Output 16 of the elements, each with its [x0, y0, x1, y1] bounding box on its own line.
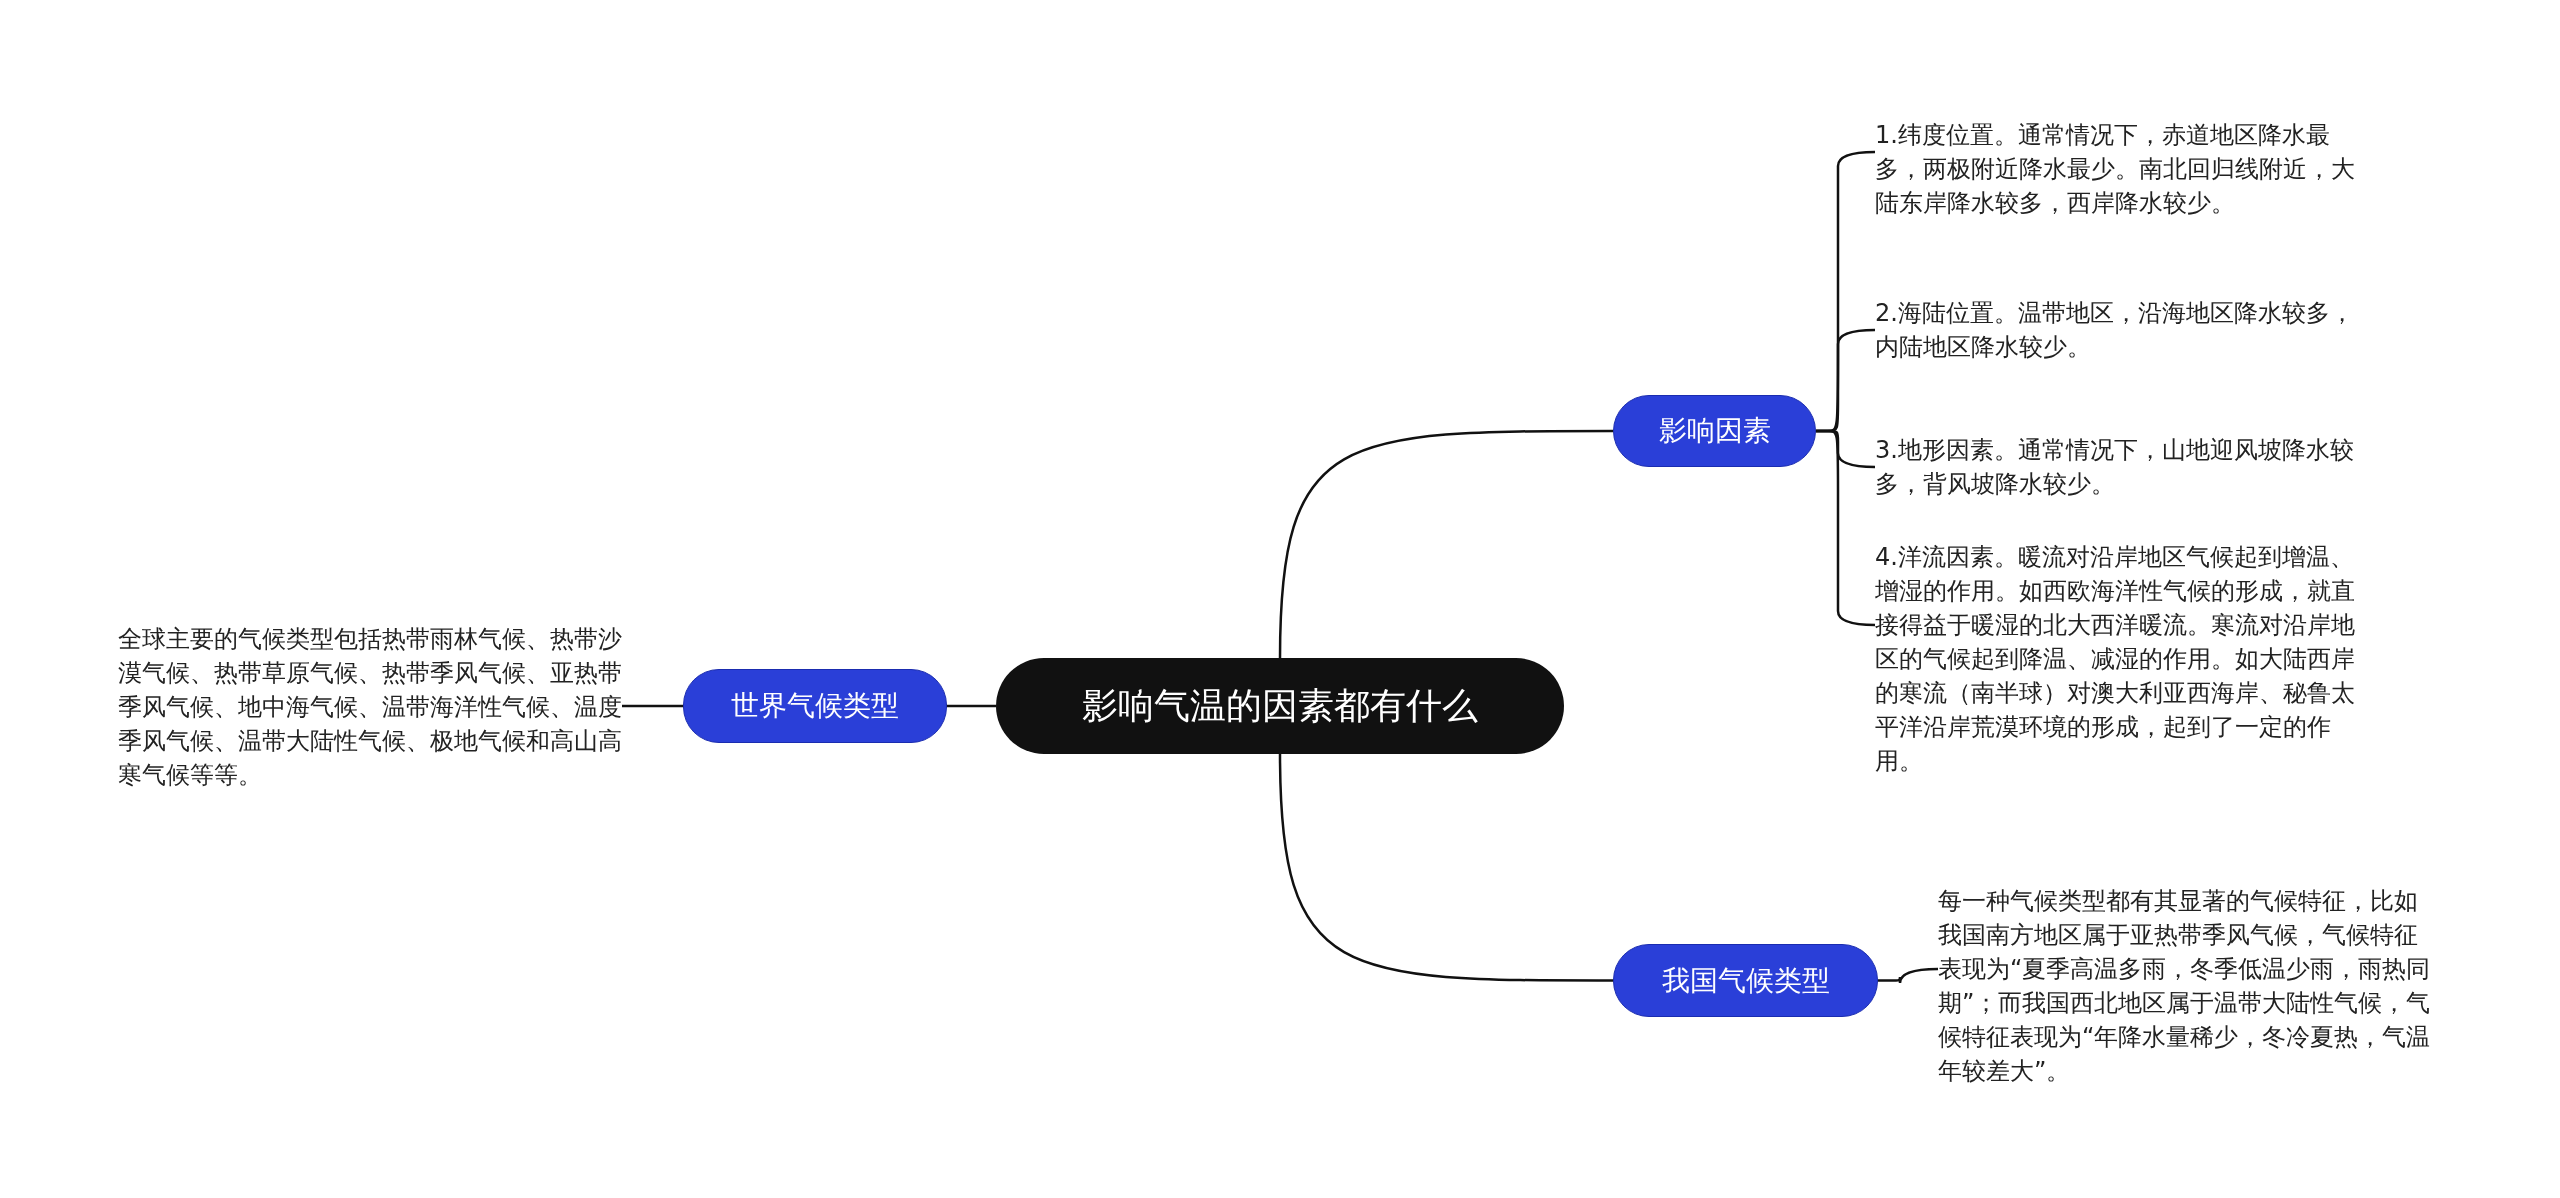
note-text: 1.纬度位置。通常情况下，赤道地区降水最多，两极附近降水最少。南北回归线附近，大陆东岸降水较多，西岸降水较少。 [1875, 118, 2375, 220]
note-text: 4.洋流因素。暖流对沿岸地区气候起到增温、增湿的作用。如西欧海洋性气候的形成，就直接得益于暖湿的北大西洋暖流。寒流对沿岸地区的气候起到降温、减湿的作用。如大陆西岸的寒流（南半球）对澳大利亚西海岸、秘鲁太平洋沿岸荒漠环境的形成，起到了一定的作用。 [1875, 540, 2375, 778]
note-text: 每一种气候类型都有其显著的气候特征，比如我国南方地区属于亚热带季风气候，气候特征表现为“夏季高温多雨，冬季低温少雨，雨热同期”；而我国西北地区属于温带大陆性气候，气候特征表现为“年降水量稀少，冬冷夏热，气温年较差大”。 [1938, 884, 2438, 1088]
connector-line [1816, 429, 1876, 627]
connector-line [1878, 967, 1939, 985]
note-text: 2.海陆位置。温带地区，沿海地区降水较多，内陆地区降水较少。 [1875, 296, 2375, 364]
central-topic: 影响气温的因素都有什么 [996, 658, 1564, 754]
connector-line [1278, 753, 1613, 982]
connector-line [947, 704, 996, 708]
topic-pill: 世界气候类型 [683, 669, 947, 743]
topic-pill: 我国气候类型 [1613, 944, 1878, 1017]
connector-line [1278, 429, 1613, 659]
topic-pill: 影响因素 [1613, 395, 1816, 467]
note-text: 3.地形因素。通常情况下，山地迎风坡降水较多，背风坡降水较少。 [1875, 433, 2375, 501]
note-text: 全球主要的气候类型包括热带雨林气候、热带沙漠气候、热带草原气候、热带季风气候、亚热带季风气候、地中海气候、温带海洋性气候、温度季风气候、温带大陆性气候、极地气候和高山高寒气候等等。 [118, 622, 622, 792]
connector-line [622, 704, 683, 708]
